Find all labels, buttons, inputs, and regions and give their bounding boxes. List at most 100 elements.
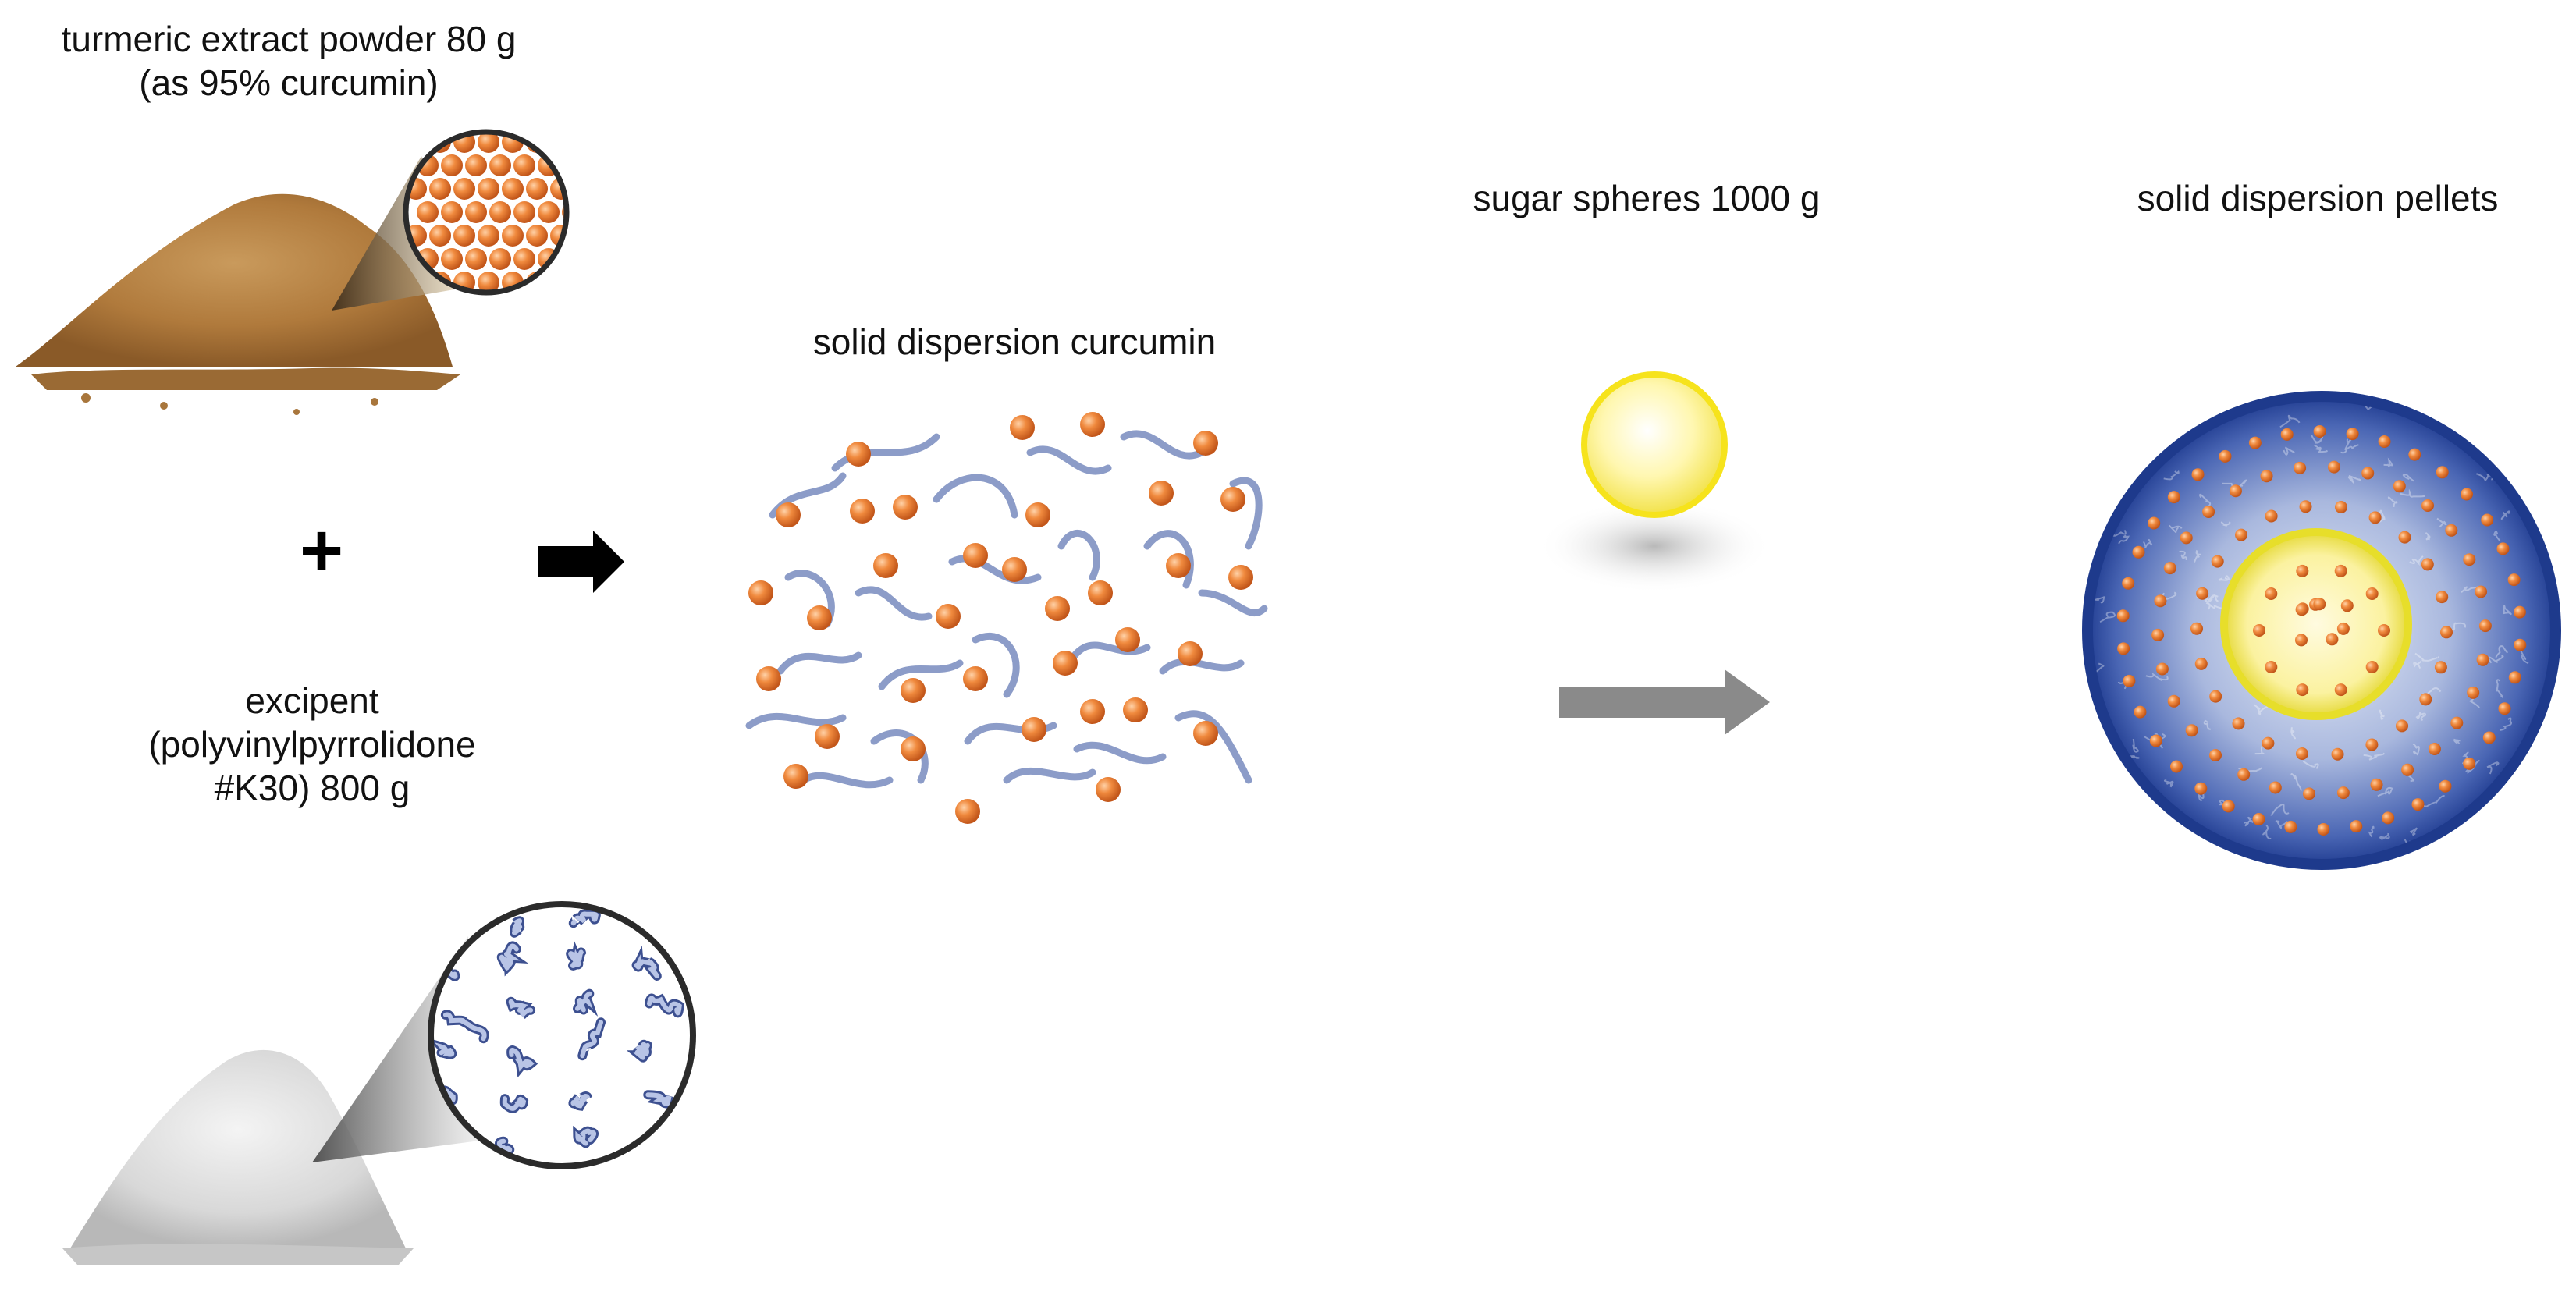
pellet-polymer-mesh (2205, 594, 2219, 610)
pellet-curcumin-particle (2476, 653, 2489, 666)
pellet-polymer-mesh (2279, 414, 2301, 428)
polymer-strand (1198, 589, 1268, 617)
pellet-polymer-mesh (2551, 831, 2556, 837)
curcumin-particle (441, 154, 463, 176)
curcumin-particle (1022, 717, 1046, 742)
curcumin-particle (1053, 651, 1078, 676)
pellet-curcumin-particle (2194, 657, 2208, 670)
curcumin-particle (1193, 431, 1218, 456)
pellet-polymer-mesh (2159, 435, 2169, 449)
pellet-curcumin-particle (2326, 633, 2339, 646)
pellet-curcumin-particle (2396, 719, 2408, 733)
pellet-curcumin-particle (2370, 778, 2383, 791)
pellet-polymer-mesh (2378, 509, 2386, 523)
pellet-curcumin-particle (2419, 693, 2432, 706)
pellet-polymer-mesh (2169, 524, 2183, 534)
polymer-strand (855, 586, 933, 621)
pellet-polymer-mesh (2244, 816, 2254, 827)
pellet-curcumin-particle (2202, 506, 2215, 518)
turmeric-label-line1: turmeric extract powder 80 g (61, 19, 517, 59)
pellet-polymer-mesh (2436, 517, 2447, 527)
pellet-polymer-mesh (2409, 555, 2424, 566)
polymer-chain (574, 991, 593, 1013)
pellet-curcumin-particle (2398, 531, 2411, 544)
pellet-curcumin-particle (2149, 734, 2162, 747)
polymer-strand (948, 555, 1042, 584)
pellet-polymer-mesh (2425, 532, 2431, 541)
pellet-polymer-mesh (2532, 800, 2547, 809)
excipient-label-line3: #K30) 800 g (214, 768, 410, 808)
pellet-curcumin-particle (2248, 436, 2262, 449)
pellet-polymer-mesh (2439, 857, 2450, 864)
pellet-polymer-mesh (2415, 712, 2427, 722)
pellet-curcumin-particle (2253, 624, 2265, 637)
pellet-curcumin-particle (2299, 500, 2312, 513)
solid-dispersion-field (745, 412, 1268, 824)
polymer-strand (776, 651, 862, 675)
polymer-strand (1026, 445, 1112, 475)
pellet-polymer-mesh (2118, 534, 2130, 545)
pellet-curcumin-particle (2116, 609, 2130, 623)
polymer-strand (1159, 658, 1245, 675)
pellet-polymer-mesh (2387, 496, 2398, 507)
polymer-strand (1174, 710, 1252, 784)
pellet-polymer-mesh (2132, 738, 2140, 753)
pellet-curcumin-particle (2350, 820, 2363, 833)
turmeric-label-line2: (as 95% curcumin) (139, 62, 439, 103)
pellet-curcumin-particle (2265, 661, 2278, 673)
pellet-curcumin-particle (2514, 638, 2527, 651)
curcumin-particle (815, 724, 840, 749)
pellet-curcumin-particle (2463, 553, 2476, 566)
pellet-curcumin-particle (2436, 591, 2449, 604)
pellet-curcumin-particle (2167, 694, 2180, 708)
pellet-curcumin-particle (2421, 558, 2434, 571)
curcumin-particle (550, 272, 567, 293)
pellet-polymer-mesh (2448, 622, 2467, 631)
curcumin-particle (1080, 699, 1105, 724)
pellet-polymer-mesh (2486, 761, 2500, 775)
pellet-polymer-mesh (2203, 719, 2212, 730)
pellet-curcumin-particle (2508, 671, 2521, 684)
pellet-curcumin-particle (2269, 781, 2282, 794)
pellet-curcumin-particle (2237, 768, 2251, 781)
white-powder-pile-icon (62, 1049, 414, 1265)
pellet-curcumin-particle (2496, 542, 2510, 555)
pellet-curcumin-particle (2260, 470, 2273, 483)
pellet-polymer-mesh (2470, 852, 2483, 861)
polymer-chain (580, 1020, 603, 1059)
pellet-curcumin-particle (2296, 683, 2309, 697)
curcumin-particle (1178, 641, 1203, 666)
pellet-curcumin-particle (2265, 509, 2278, 523)
pellet-polymer-mesh (2094, 738, 2101, 748)
curcumin-particle (406, 132, 427, 153)
black-arrow-icon (538, 531, 624, 593)
magnifier-polymer-chains-icon (428, 901, 696, 1169)
polymer-strand (1073, 741, 1167, 765)
curcumin-particle (1123, 697, 1148, 722)
pellet-curcumin-particle (2294, 461, 2307, 474)
pellet-curcumin-particle (2222, 800, 2235, 813)
curcumin-particle (1228, 565, 1253, 590)
pellet-curcumin-particle (2295, 634, 2308, 647)
pellet-curcumin-particle (2513, 605, 2526, 619)
curcumin-particle (963, 666, 988, 691)
pellet-curcumin-particle (2284, 820, 2297, 833)
pellet-polymer-mesh (2163, 470, 2180, 481)
pellet-polymer-mesh (2409, 827, 2418, 836)
curcumin-particle (846, 442, 871, 467)
pellet-curcumin-particle (2132, 545, 2145, 559)
pellet-polymer-mesh (2463, 417, 2480, 426)
pellet-curcumin-particle (2232, 717, 2245, 730)
pellet-polymer-mesh (2402, 474, 2414, 482)
pellet-curcumin-particle (2368, 511, 2382, 524)
curcumin-particle (901, 736, 926, 761)
curcumin-particle (1002, 557, 1027, 582)
grey-arrow-icon (1559, 669, 1770, 735)
pellet-polymer-mesh (2262, 824, 2272, 839)
curcumin-particle (1025, 502, 1050, 527)
pellet-polymer-mesh (2179, 550, 2187, 560)
pellet-curcumin-particle (2331, 747, 2344, 761)
curcumin-particle (429, 225, 451, 247)
pellet-polymer-mesh (2095, 596, 2105, 604)
excipient-label-line2: (polyvinylpyrrolidone (148, 724, 476, 765)
